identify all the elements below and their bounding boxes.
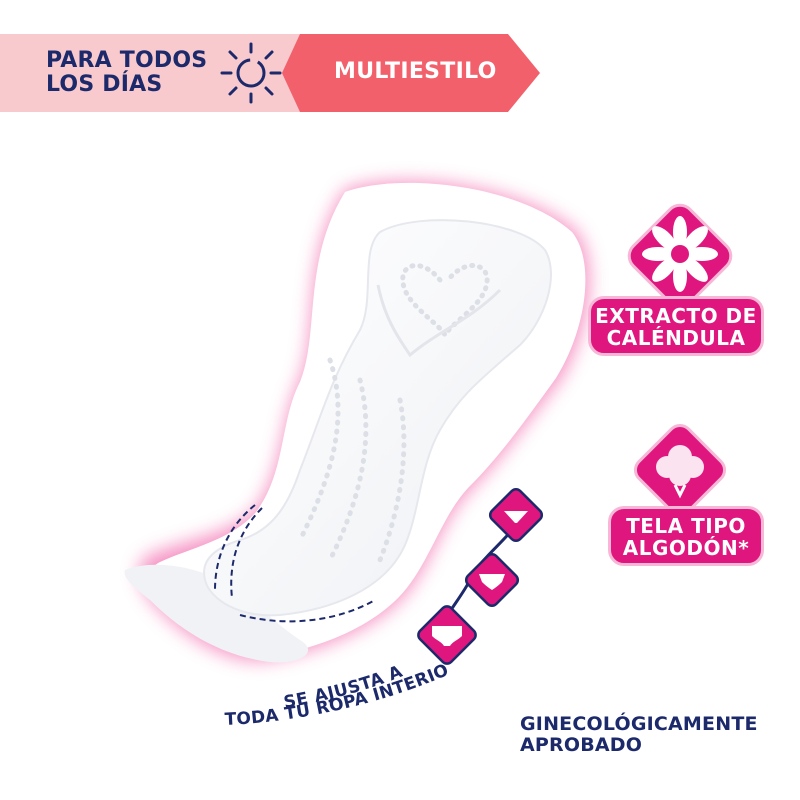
brief-icon: [417, 605, 477, 665]
flower-icon: [627, 203, 733, 309]
sun-icon: [220, 42, 282, 104]
calendula-line2: CALÉNDULA: [606, 326, 746, 350]
cotton-line1: TELA TIPO: [626, 514, 746, 538]
cotton-line2: ALGODÓN*: [622, 536, 750, 560]
calendula-label: EXTRACTO DE CALÉNDULA: [588, 296, 764, 356]
gyn-approved-line1: GINECOLÓGICAMENTE: [520, 713, 758, 735]
banner-everyday-text: PARA TODOS LOS DÍAS: [46, 49, 207, 97]
banner-line2: LOS DÍAS: [46, 72, 163, 97]
gyn-approved-text: GINECOLÓGICAMENTE APROBADO: [520, 714, 758, 756]
cotton-icon: [633, 423, 727, 517]
fit-caption-line2: TODA TU ROPA INTERIOR: [0, 0, 452, 730]
cotton-label: TELA TIPO ALGODÓN*: [608, 506, 764, 566]
calendula-line1: EXTRACTO DE: [595, 304, 757, 328]
bikini-icon: [464, 552, 520, 608]
top-banner: PARA TODOS LOS DÍAS MULTIESTILO: [0, 34, 540, 112]
svg-text:TODA TU ROPA INTERIOR: TODA TU ROPA INTERIOR: [0, 0, 452, 730]
thong-icon: [488, 487, 544, 543]
banner-right-arrow: [282, 34, 540, 112]
gyn-approved-line2: APROBADO: [520, 734, 643, 756]
banner-line1: PARA TODOS: [46, 48, 208, 73]
banner-multistyle-label: MULTIESTILO: [334, 59, 497, 84]
